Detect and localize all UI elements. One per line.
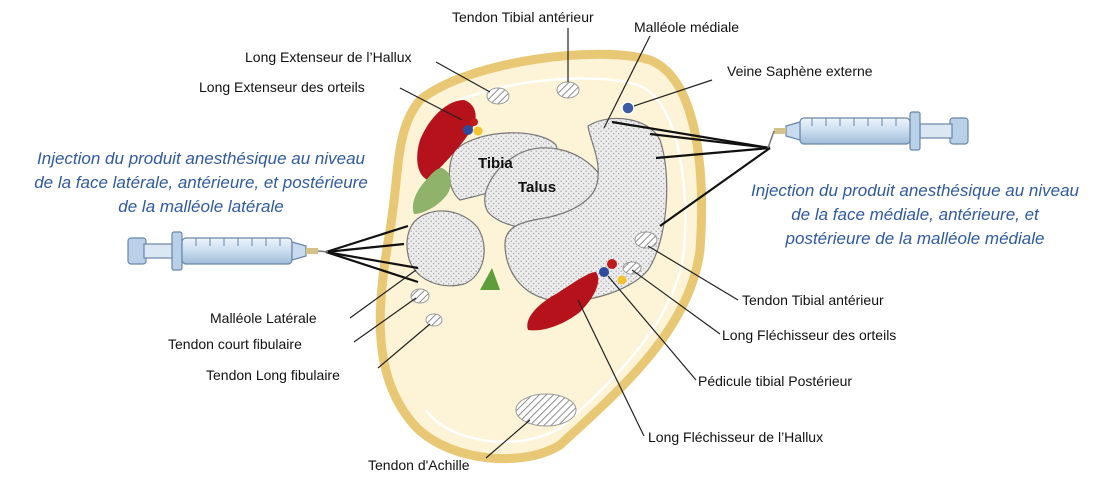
label-tendon-achille: Tendon d'Achille (368, 457, 470, 473)
vein-saphenous-dot (622, 102, 634, 114)
label-long-extenseur-orteils: Long Extenseur des orteils (199, 79, 365, 95)
extensor-vessel-red (470, 118, 478, 126)
label-tendon-court-fibulaire: Tendon court fibulaire (168, 336, 302, 352)
label-long-flechisseur-hallux: Long Fléchisseur de l’Hallux (648, 429, 823, 445)
label-tendon-tibial-anterieur-top: Tendon Tibial antérieur (452, 9, 594, 25)
ankle-cross-section (380, 54, 701, 458)
label-veine-saphene-externe: Veine Saphène externe (727, 63, 873, 79)
extensor-vessel-blue (463, 125, 473, 135)
left-syringe (128, 232, 328, 270)
lateral-malleolus-bone (407, 211, 484, 286)
tibial-pedicle-yellow (618, 276, 627, 285)
tibial-anterior-tendon-top (557, 82, 579, 98)
label-long-flechisseur-orteils: Long Fléchisseur des orteils (722, 327, 896, 343)
tibia-label: Tibia (478, 155, 513, 172)
label-tendon-tibial-anterieur-right: Tendon Tibial antérieur (742, 292, 884, 308)
note-right-line-1: Injection du produit anesthésique au niv… (751, 181, 1080, 200)
tibialis-posterior-tendon (635, 232, 657, 248)
note-right-line-3: postérieure de la malléole médiale (785, 229, 1045, 248)
label-malleole-mediale: Malléole médiale (634, 19, 739, 35)
talus-label: Talus (518, 179, 556, 196)
tibial-pedicle-red (607, 259, 617, 269)
long-fibular-tendon (426, 314, 442, 326)
note-left-line-2: de la face latérale, antérieure, et post… (34, 173, 368, 192)
label-pedicule-tibial-posterieur: Pédicule tibial Postérieur (698, 373, 852, 389)
note-left-line-3: de la malléole latérale (118, 197, 283, 216)
extensor-hallucis-tendon (487, 88, 509, 104)
note-left-line-1: Injection du produit anesthésique au niv… (37, 149, 366, 168)
right-syringe (768, 112, 968, 150)
extensor-vessel-yellow (474, 127, 483, 136)
label-tendon-long-fibulaire: Tendon Long fibulaire (206, 367, 340, 383)
label-malleole-laterale: Malléole Latérale (210, 310, 317, 326)
short-fibular-tendon (411, 289, 429, 303)
flexor-digitorum-tendon (623, 262, 641, 274)
achilles-tendon (516, 394, 576, 426)
tibial-pedicle-blue (599, 267, 609, 277)
note-right-line-2: de la face médiale, antérieure, et (791, 205, 1040, 224)
label-long-extenseur-hallux: Long Extenseur de l’Hallux (245, 49, 412, 65)
